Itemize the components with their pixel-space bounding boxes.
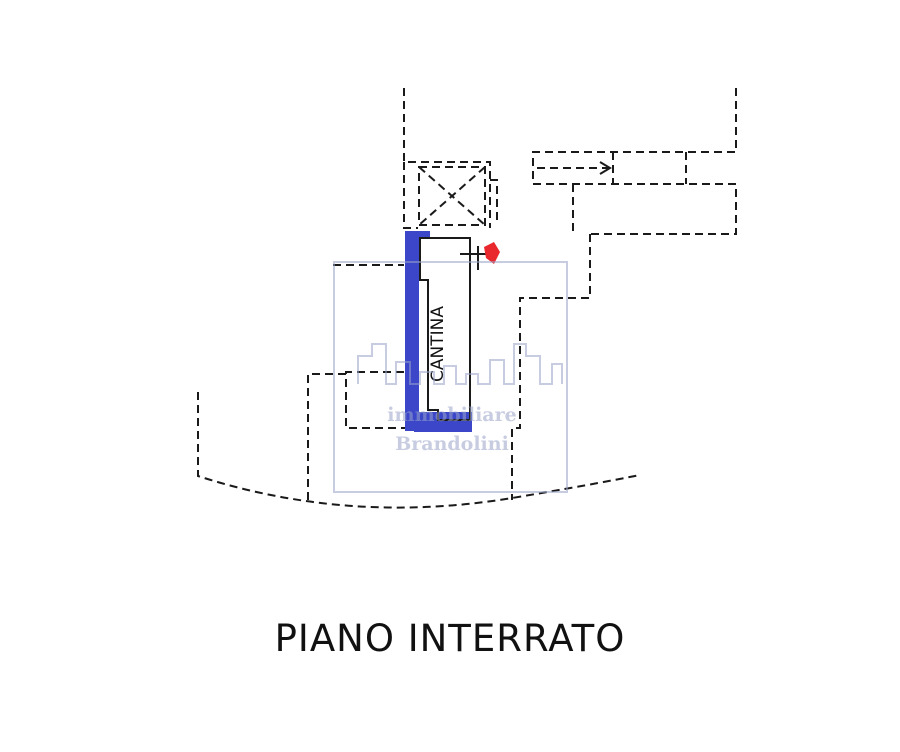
cantina-room: CANTINA — [405, 231, 472, 432]
stairwell — [418, 166, 486, 226]
room-label-cantina: CANTINA — [428, 306, 448, 382]
floor-title: PIANO INTERRATO — [274, 617, 626, 660]
cantina-highlight-top — [405, 231, 430, 239]
floor-plan: CANTINA immobiliare Brandolini — [197, 88, 737, 509]
watermark: immobiliare Brandolini — [333, 261, 568, 493]
direction-arrow — [537, 161, 612, 175]
watermark-line1: immobiliare — [387, 404, 516, 426]
watermark-frame — [333, 261, 568, 493]
watermark-line2: Brandolini — [395, 433, 509, 455]
watermark-skyline — [357, 343, 563, 385]
entrance-marker — [460, 242, 500, 270]
cantina-highlight — [405, 231, 419, 431]
cantina-highlight-bottom — [414, 412, 472, 432]
